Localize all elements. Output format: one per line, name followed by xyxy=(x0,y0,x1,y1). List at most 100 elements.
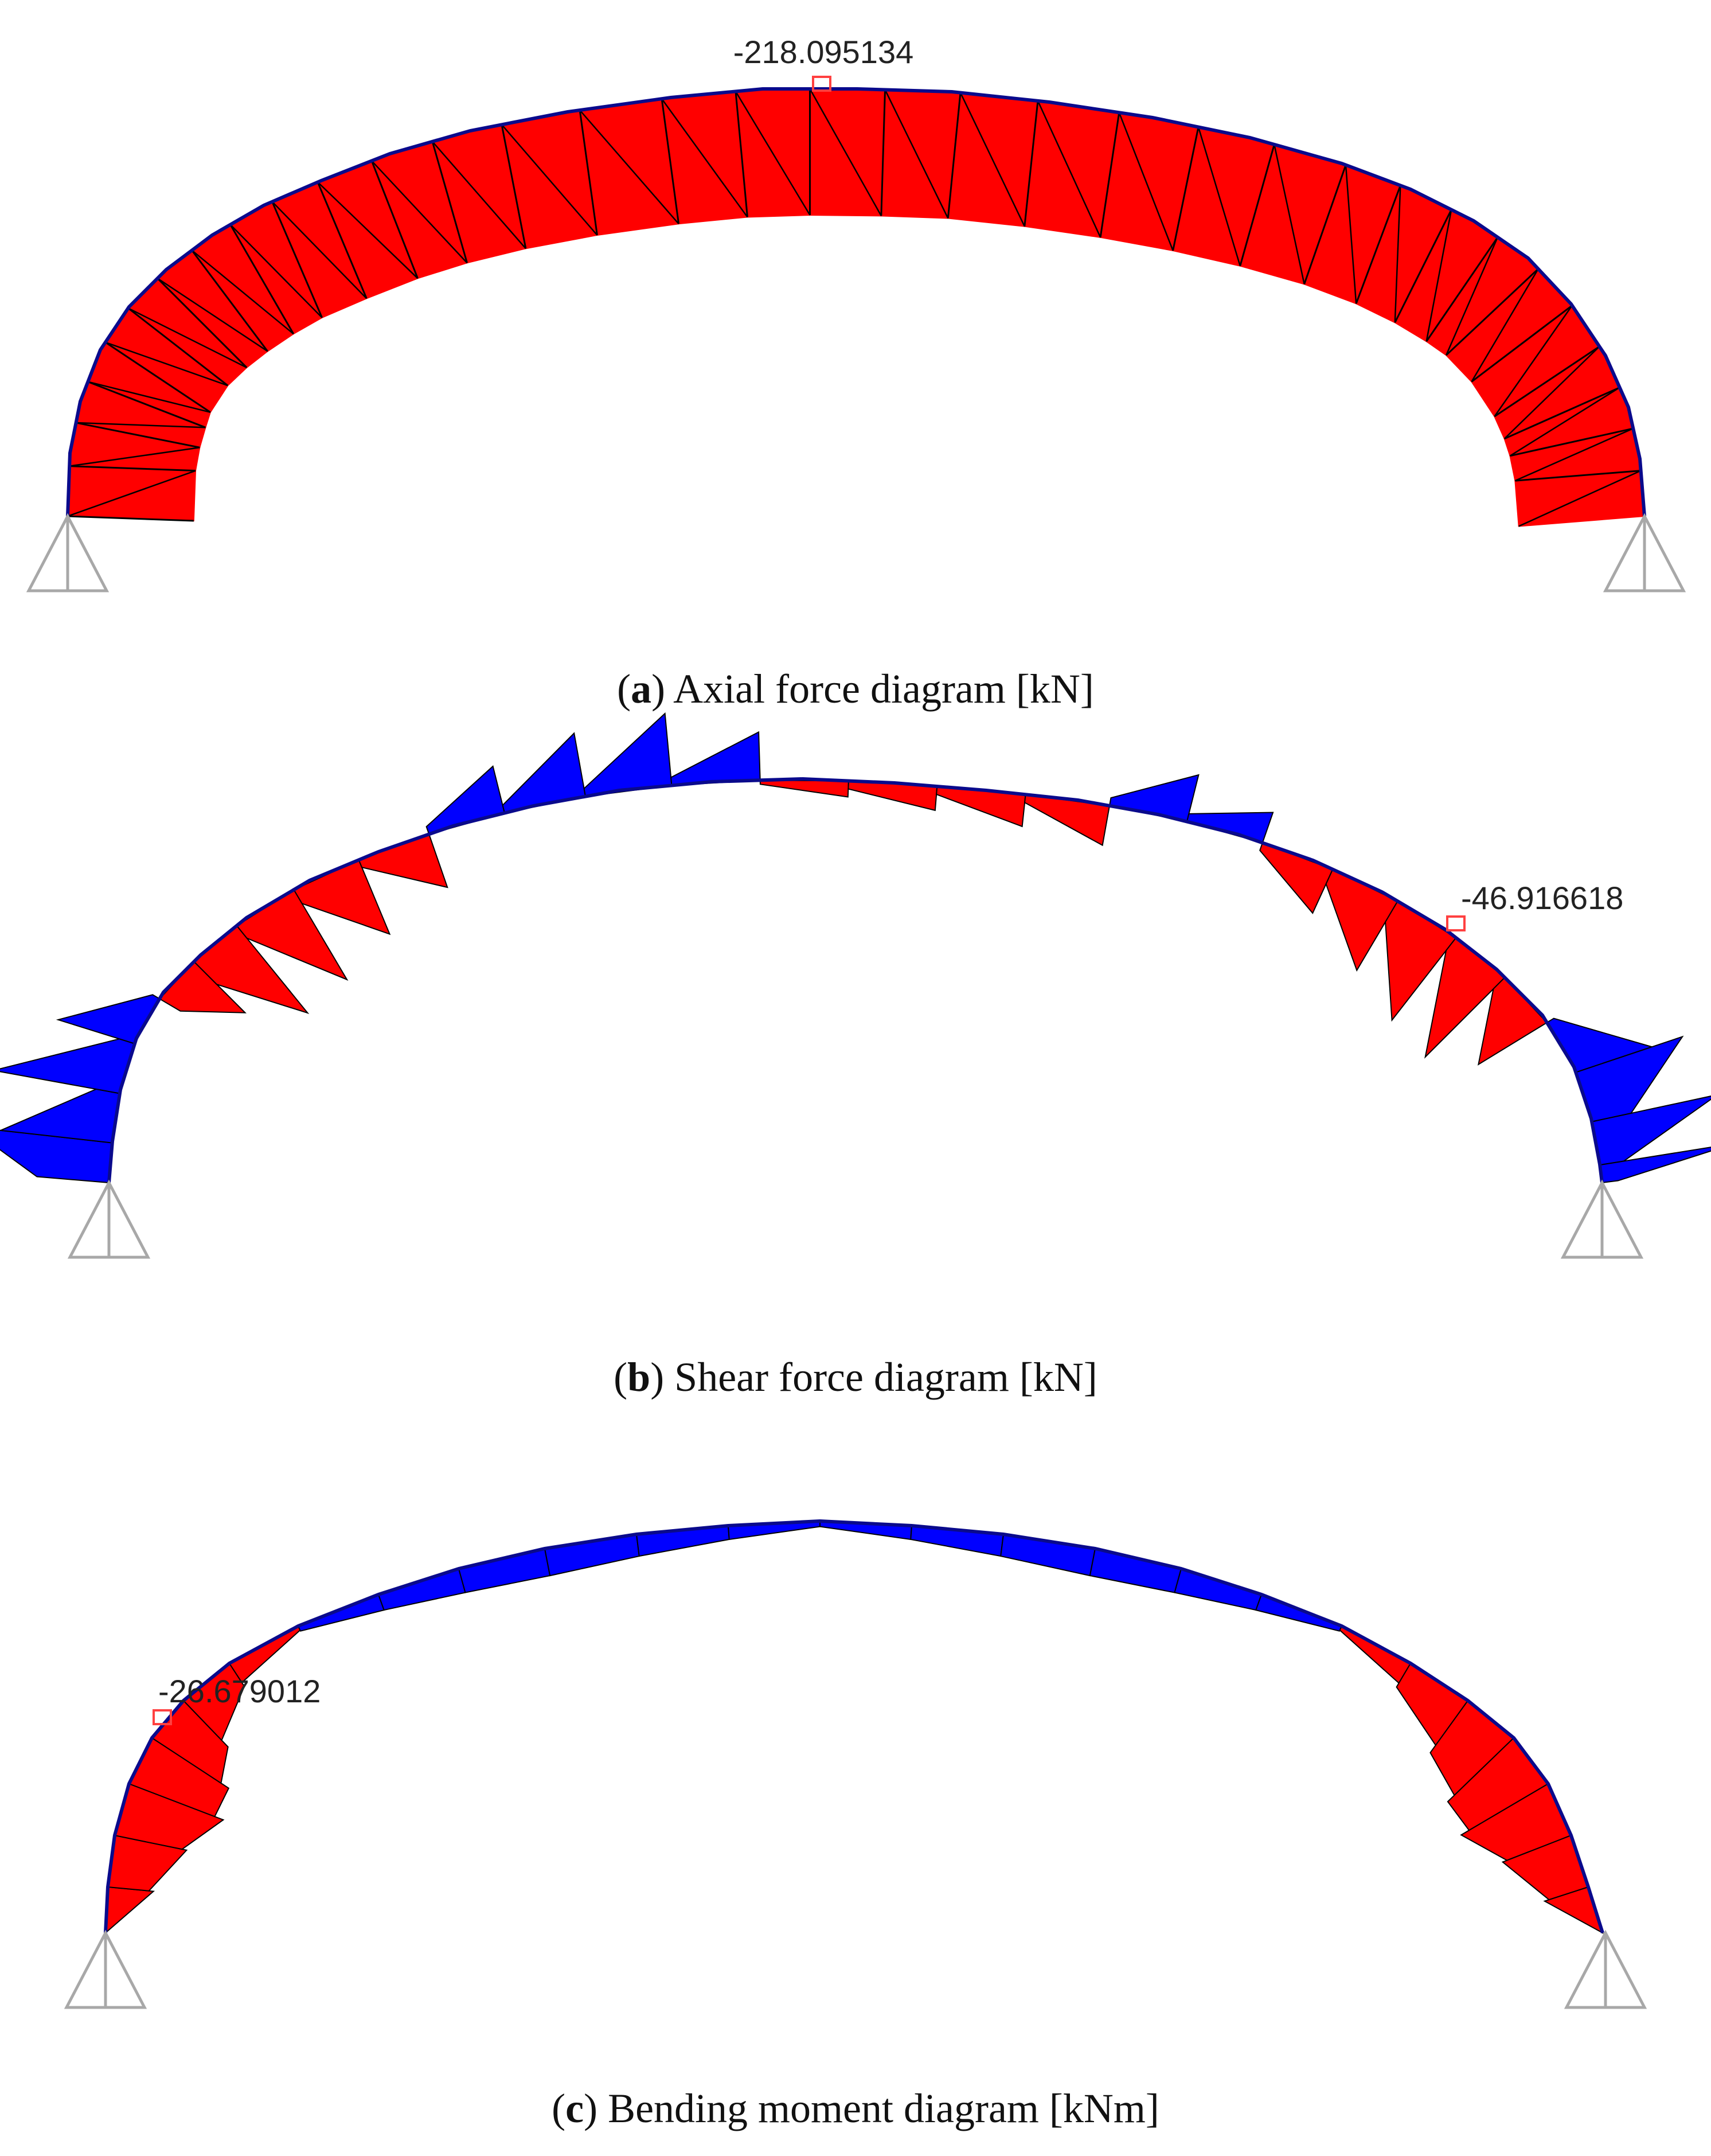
segment-divider xyxy=(1303,165,1347,284)
segment-divider xyxy=(271,201,323,318)
bending-moment-segment xyxy=(458,1547,551,1593)
segment-divider xyxy=(1239,144,1275,267)
axial-segment-dividers xyxy=(67,88,1642,527)
segment-diagonal xyxy=(1471,268,1539,383)
segment-diagonal xyxy=(105,341,228,387)
segment-divider xyxy=(317,181,368,299)
axial-max-marker xyxy=(812,76,831,92)
segment-diagonal xyxy=(1518,470,1642,527)
segment-diagonal xyxy=(809,88,882,216)
caption-letter: b xyxy=(627,1354,651,1400)
moment-max-marker xyxy=(153,1709,172,1725)
axial-force-fill xyxy=(67,88,1646,527)
pinned-support-icon xyxy=(26,513,110,592)
segment-diagonal xyxy=(271,201,368,299)
segment-diagonal xyxy=(127,307,247,368)
bending-moment-segment xyxy=(1255,1593,1343,1632)
bending-moment-segment xyxy=(297,1593,385,1632)
segment-divider xyxy=(1425,236,1499,342)
segment-divider xyxy=(501,124,527,249)
moment-max-label: -26.679012 xyxy=(158,1673,321,1709)
segment-divider xyxy=(104,341,211,414)
axial-member-line xyxy=(66,87,1646,517)
moment-caption: (c) Bending moment diagram [kNm] xyxy=(552,2085,1159,2131)
segment-divider xyxy=(1099,112,1120,238)
shear-force-segment xyxy=(759,779,850,798)
axial-force-segment xyxy=(880,89,962,219)
pinned-support-icon xyxy=(1560,1179,1644,1259)
segment-divider xyxy=(1510,427,1634,457)
segment-diagonal xyxy=(579,110,679,225)
pinned-support-icon xyxy=(1603,513,1686,592)
segment-diagonal xyxy=(1514,427,1634,482)
segment-diagonal xyxy=(76,422,206,428)
bending-moment-segment xyxy=(104,1886,155,1935)
segment-divider xyxy=(1024,100,1039,227)
bending-moment-fill xyxy=(104,1520,1604,1935)
segment-diagonal xyxy=(1345,165,1357,304)
pinned-support-icon xyxy=(1564,1929,1647,2009)
segment-diagonal xyxy=(884,89,949,219)
caption-letter: c xyxy=(565,2085,584,2131)
axial-max-label: -218.095134 xyxy=(733,34,914,70)
segment-diagonal xyxy=(1425,209,1452,342)
shear-max-label: -46.916618 xyxy=(1461,880,1623,916)
shear-caption: (b) Shear force diagram [kN] xyxy=(614,1354,1097,1400)
segment-divider xyxy=(229,224,295,334)
bending-moment-segment xyxy=(1339,1625,1412,1684)
segment-diagonal xyxy=(1503,346,1600,439)
segment-divider xyxy=(69,465,196,472)
bending-moment-segment xyxy=(1089,1547,1182,1593)
segment-diagonal xyxy=(1446,237,1499,356)
shear-force-segment xyxy=(0,1038,136,1094)
segment-diagonal xyxy=(1494,305,1573,417)
segment-diagonal xyxy=(157,278,268,352)
segment-divider xyxy=(1394,209,1452,323)
segment-diagonal xyxy=(432,141,526,249)
caption-text: Shear force diagram [kN] xyxy=(674,1354,1097,1400)
segment-divider xyxy=(947,92,962,219)
segment-divider xyxy=(76,422,200,449)
segment-diagonal xyxy=(1509,387,1620,457)
axial-caption: (a) Axial force diagram [kN] xyxy=(617,666,1094,712)
segment-diagonal xyxy=(1037,100,1101,238)
segment-divider xyxy=(127,307,229,387)
segment-diagonal xyxy=(1274,144,1305,284)
segment-diagonal xyxy=(1118,112,1174,251)
segment-diagonal xyxy=(229,224,323,318)
shear-force-segment xyxy=(502,732,587,814)
segment-diagonal xyxy=(371,160,468,264)
shear-force-segment xyxy=(670,731,761,786)
segment-divider xyxy=(1515,470,1641,482)
segment-divider xyxy=(579,110,598,236)
segment-divider xyxy=(880,89,886,216)
segment-diagonal xyxy=(501,124,598,236)
segment-divider xyxy=(1355,185,1401,304)
shear-force-fill xyxy=(0,712,1711,1184)
shear-member-line xyxy=(107,777,1604,1183)
segment-divider xyxy=(67,515,194,522)
axial-panel: -218.095134 xyxy=(26,34,1686,592)
segment-diagonal xyxy=(1197,127,1241,267)
segment-divider xyxy=(1446,268,1539,356)
segment-divider xyxy=(191,249,268,352)
segment-diagonal xyxy=(959,92,1025,227)
segment-divider xyxy=(87,381,206,428)
caption-text: Bending moment diagram [kNm] xyxy=(608,2085,1159,2131)
pinned-support-icon xyxy=(64,1929,147,2009)
segment-diagonal xyxy=(67,470,196,517)
shear-force-segment xyxy=(583,712,673,797)
segment-divider xyxy=(370,160,419,279)
segment-diagonal xyxy=(1394,185,1401,323)
shear-panel: -46.916618 xyxy=(0,712,1711,1259)
shear-force-segment xyxy=(1186,812,1274,844)
segment-diagonal xyxy=(735,91,811,216)
segment-divider xyxy=(735,91,748,217)
segment-diagonal xyxy=(69,446,200,467)
segment-divider xyxy=(1494,345,1600,418)
segment-diagonal xyxy=(661,98,748,218)
segment-divider xyxy=(157,278,248,368)
segment-divider xyxy=(661,99,680,224)
moment-panel: -26.679012 xyxy=(64,1519,1647,2009)
